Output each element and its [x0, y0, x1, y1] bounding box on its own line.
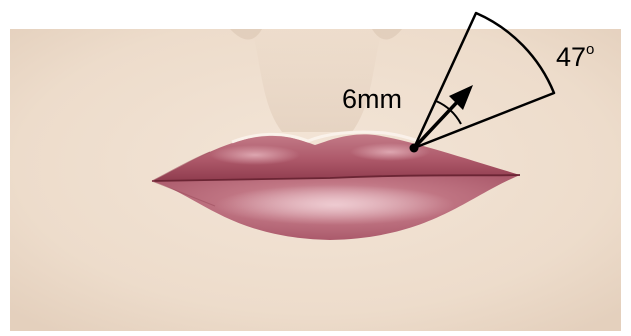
insertion-point-icon [410, 144, 419, 153]
angle-value: 47 [556, 42, 586, 72]
upper-lip-highlight-left [210, 145, 300, 165]
lower-lip-highlight [215, 185, 455, 225]
distance-label: 6mm [342, 84, 402, 114]
angle-degree: o [586, 41, 594, 58]
